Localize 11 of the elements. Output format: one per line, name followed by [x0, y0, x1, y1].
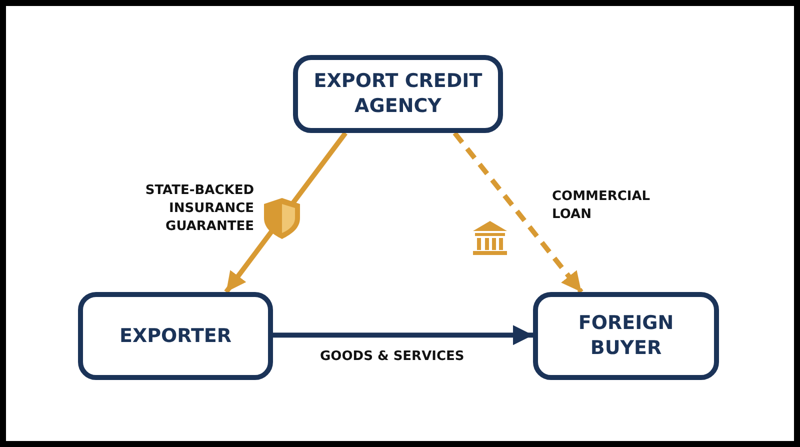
- process-box: [293, 55, 503, 133]
- process-box: [78, 292, 273, 380]
- arrow: [273, 325, 533, 346]
- node-text: EXPORT CREDIT AGENCY: [312, 69, 484, 119]
- arrow: [452, 131, 584, 294]
- edge-label: GOODS & SERVICES: [320, 348, 466, 366]
- node-text: EXPORTER: [119, 324, 232, 348]
- edge-label: COMMERCIAL LOAN: [552, 188, 652, 224]
- process-box: [533, 292, 719, 380]
- edge-label: STATE-BACKED INSURANCE GUARANTEE: [144, 182, 254, 236]
- node-text: FOREIGN BUYER: [577, 311, 675, 361]
